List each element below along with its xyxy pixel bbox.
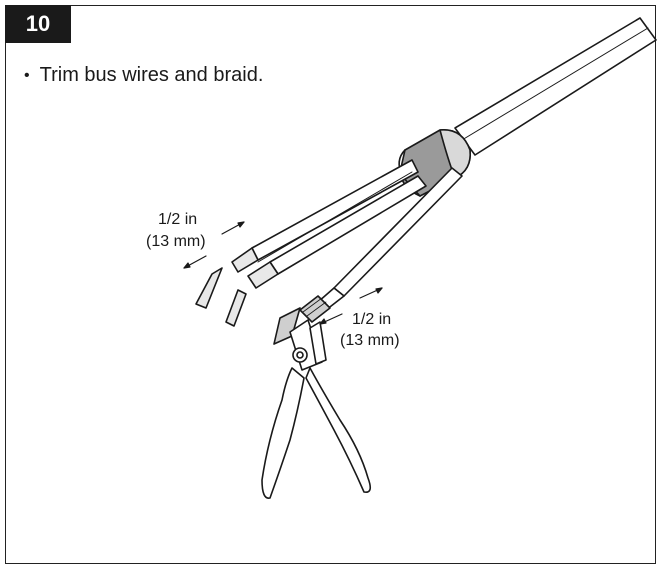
step-number-badge: 10 bbox=[5, 5, 71, 43]
diagonal-cutter-pliers bbox=[261, 319, 372, 499]
bus-wire-lower bbox=[247, 171, 427, 289]
bus-dimension-label-inches: 1/2 in bbox=[158, 211, 197, 228]
bus-dimension-label-mm: (13 mm) bbox=[146, 233, 206, 250]
step-frame bbox=[5, 5, 656, 564]
bus-wire-upper bbox=[231, 159, 419, 273]
braid-dimension-label-mm: (13 mm) bbox=[340, 332, 400, 349]
dimension-arrows-bus bbox=[183, 221, 245, 269]
bullet-icon: • bbox=[24, 66, 30, 84]
braid-wire bbox=[299, 167, 463, 323]
instruction-text: Trim bus wires and braid. bbox=[39, 64, 264, 86]
step-number: 10 bbox=[25, 11, 51, 36]
trimmed-wire-piece-2 bbox=[225, 289, 247, 327]
dimension-arrows-braid bbox=[319, 287, 383, 325]
cable-jacket bbox=[454, 17, 657, 156]
braid-dimension-label-inches: 1/2 in bbox=[352, 311, 391, 328]
instruction-line: • Trim bus wires and braid. bbox=[24, 64, 263, 87]
trimmed-wire-piece-1 bbox=[195, 267, 223, 309]
